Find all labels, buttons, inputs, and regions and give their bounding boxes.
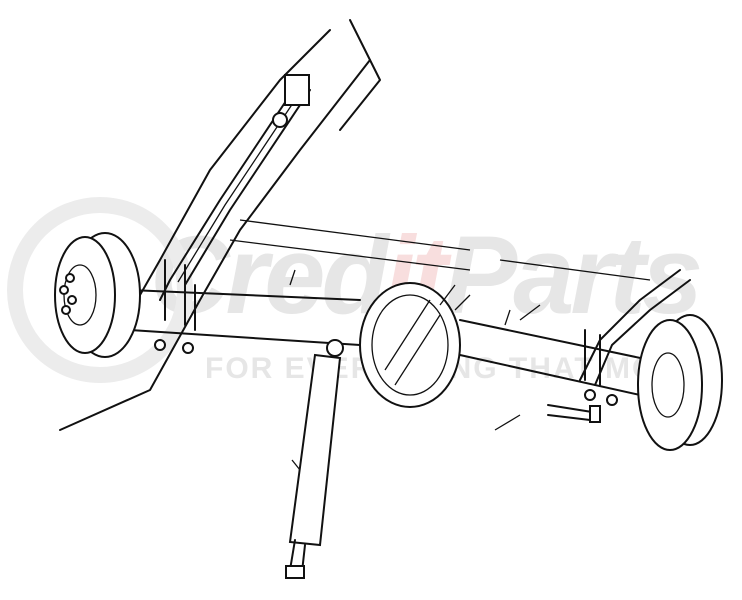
brake-drum-right <box>637 314 723 451</box>
axle-housing <box>129 282 651 408</box>
watermark-suffix: Parts <box>443 214 703 337</box>
frame-rail <box>59 19 651 431</box>
mounting-bolt <box>547 404 601 423</box>
callout-leaders <box>289 269 541 471</box>
shock-absorber <box>285 339 344 579</box>
leaf-spring-left <box>159 74 311 301</box>
leaf-spring-right <box>579 269 691 386</box>
differential-cover <box>359 282 461 408</box>
brake-drum-left <box>54 232 141 358</box>
u-bolts <box>154 259 618 406</box>
